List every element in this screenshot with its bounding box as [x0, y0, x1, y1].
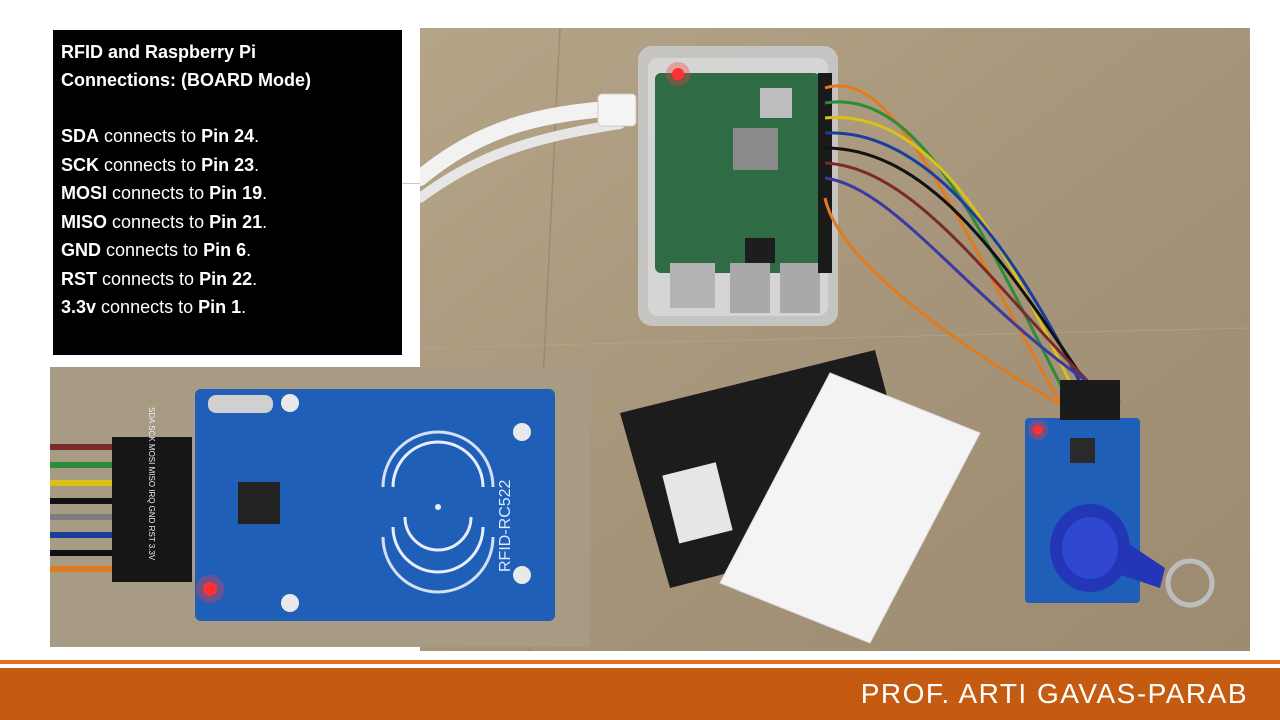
connection-text: connects to	[99, 154, 202, 175]
connection-end: .	[262, 211, 268, 232]
connection-pin: Pin 24	[201, 126, 255, 146]
connection-row: 3.3v connects to Pin 1.	[61, 293, 394, 322]
connection-end: .	[254, 154, 260, 175]
connection-signal: 3.3v	[61, 297, 97, 317]
connection-row: MISO connects to Pin 21.	[61, 208, 394, 237]
connection-signal: GND	[61, 240, 101, 260]
connection-text: connects to	[97, 268, 200, 289]
connection-row: GND connects to Pin 6.	[61, 236, 394, 265]
board-model-label: RFID-RC522	[497, 479, 514, 572]
author-name: PROF. ARTI GAVAS-PARAB	[860, 678, 1248, 709]
photo-rc522-closeup: RFID-RC522 SDA SCK MOSI MISO IRQ GND RST…	[50, 367, 590, 647]
connection-pin: Pin 6	[203, 240, 247, 260]
info-title: RFID and Raspberry Pi Connections: (BOAR…	[61, 38, 394, 94]
connection-pin: Pin 1	[198, 297, 242, 317]
connection-row: MOSI connects to Pin 19.	[61, 179, 394, 208]
connection-text: connects to	[96, 297, 199, 317]
connection-text: connects to	[101, 240, 204, 260]
connection-end: .	[254, 126, 260, 146]
photo-rc522-closeup-graphic: RFID-RC522 SDA SCK MOSI MISO IRQ GND RST…	[50, 367, 590, 647]
footer-accent-line	[0, 660, 1280, 664]
connection-row: SCK connects to Pin 23.	[61, 151, 394, 180]
connection-pin: Pin 23	[201, 154, 255, 175]
divider-line	[402, 183, 420, 184]
connection-signal: SCK	[61, 154, 100, 175]
connection-pin: Pin 22	[199, 268, 253, 289]
board-pin-header-label: SDA SCK MOSI MISO IRQ GND RST 3.3V	[147, 407, 156, 561]
footer-bar: PROF. ARTI GAVAS-PARAB	[0, 668, 1280, 720]
connections-info-box: RFID and Raspberry Pi Connections: (BOAR…	[53, 30, 402, 355]
connection-signal: SDA	[61, 126, 100, 146]
connection-signal: MOSI	[61, 183, 108, 203]
connection-pin: Pin 19	[209, 183, 263, 203]
connection-text: connects to	[107, 183, 210, 203]
connection-text: connects to	[99, 126, 202, 146]
connection-end: .	[246, 240, 252, 260]
connection-row: RST connects to Pin 22.	[61, 265, 394, 294]
connection-end: .	[241, 297, 247, 317]
photo-raspberry-pi-setup	[420, 28, 1250, 651]
info-title-line-1: RFID and Raspberry Pi	[61, 42, 257, 62]
connection-text: connects to	[107, 211, 210, 232]
photo-raspberry-pi-setup-graphic	[420, 28, 1250, 651]
info-title-line-2: Connections: (BOARD Mode)	[61, 70, 311, 90]
connection-pin: Pin 21	[209, 211, 263, 232]
connection-row: SDA connects to Pin 24.	[61, 122, 394, 151]
connection-signal: RST	[61, 268, 97, 289]
connection-end: .	[262, 183, 268, 203]
connection-list: SDA connects to Pin 24.SCK connects to P…	[61, 122, 394, 322]
connection-end: .	[252, 268, 258, 289]
connection-signal: MISO	[61, 211, 108, 232]
